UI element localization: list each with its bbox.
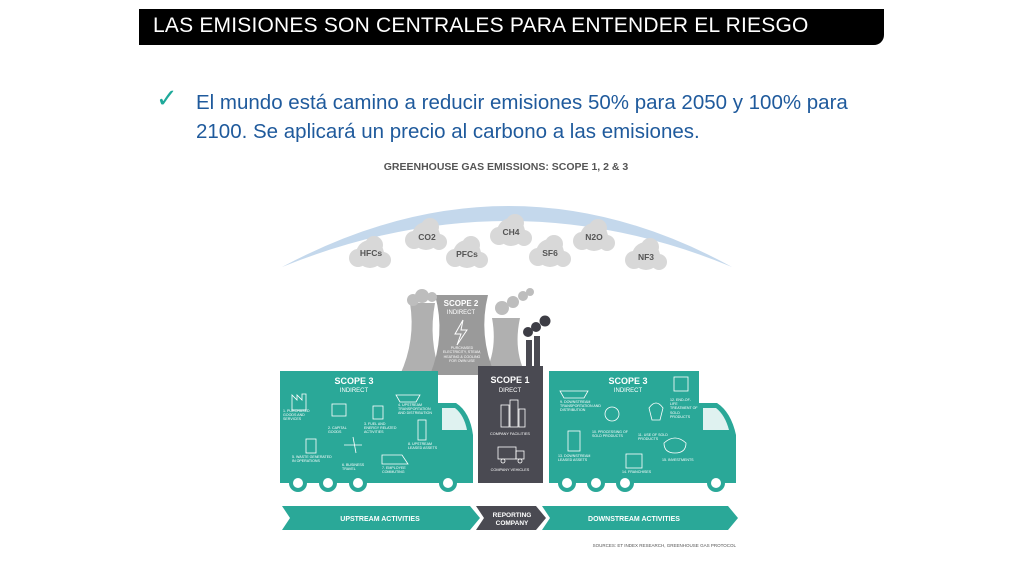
- truck-icon: [497, 446, 525, 464]
- gas-label: HFCs: [360, 248, 382, 258]
- wheels: [289, 474, 457, 492]
- gas-label: PFCs: [456, 249, 478, 259]
- ship-icon: [395, 394, 421, 403]
- piggy-bank-icon: [663, 437, 687, 454]
- scope1-item: COMPANY FACILITIES: [490, 432, 530, 436]
- trash-icon: [305, 438, 317, 454]
- scope3-down-item: 10. PROCESSING OF SOLD PRODUCTS: [592, 430, 628, 439]
- storefront-icon: [625, 453, 643, 469]
- reporting-label: REPORTING: [493, 512, 532, 519]
- fuel-can-icon: [372, 405, 384, 420]
- buildings-icon: [500, 399, 526, 428]
- scope3-up-label: SCOPE 3: [334, 376, 373, 386]
- cooling-tower-center: [430, 295, 495, 375]
- scope3-down-item: 11. USE OF SOLD PRODUCTS: [638, 433, 668, 442]
- scope3-down-sub: INDIRECT: [614, 388, 643, 394]
- scope3-up-item: 7. EMPLOYEE COMMUTING: [382, 466, 406, 475]
- upstream-trailer: [280, 371, 438, 483]
- chimney: [534, 336, 540, 366]
- downstream-truck: SCOPE 3 INDIRECT 9. DOWNSTREAM TRANSPORT…: [549, 371, 736, 492]
- plane-icon: [344, 436, 362, 454]
- cloud-co2: [405, 218, 447, 250]
- scope3-down-item: 12. END-OF-LIFE TREATMENT OF SOLD PRODUC…: [670, 398, 698, 419]
- title-bar: LAS EMISIONES SON CENTRALES PARA ENTENDE…: [139, 9, 884, 45]
- reporting-arrow: [476, 506, 546, 530]
- gas-label: N2O: [585, 232, 603, 242]
- chimney: [526, 340, 532, 366]
- cloud-hfcs: [349, 236, 391, 268]
- upstream-truck: SCOPE 3 INDIRECT 1. PURCHASED GOODS AND …: [280, 371, 473, 492]
- lightning-icon: [454, 319, 468, 346]
- bullet-text: El mundo está camino a reducir emisiones…: [196, 91, 848, 143]
- atmosphere-arc: [282, 206, 732, 267]
- scope1-building: SCOPE 1 DIRECT COMPANY FACILITIES COMPAN…: [478, 315, 551, 483]
- activity-arrows: UPSTREAM ACTIVITIES REPORTING COMPANY DO…: [282, 506, 738, 530]
- downstream-arrow: [542, 506, 738, 530]
- gas-clouds: [349, 214, 667, 270]
- gas-label: CH4: [502, 227, 519, 237]
- source-note: SOURCES: ET INDEX RESEARCH, GREENHOUSE G…: [593, 543, 737, 548]
- scope3-down-item: 15. INVESTMENTS: [662, 458, 694, 462]
- cloud-nf3: [625, 238, 667, 270]
- cooling-tower-right: [484, 318, 526, 375]
- scope3-down-item: 14. FRANCHISES: [622, 470, 652, 474]
- slide-title: LAS EMISIONES SON CENTRALES PARA ENTENDE…: [153, 14, 809, 37]
- ship-icon: [559, 390, 589, 399]
- recycle-icon: [673, 376, 689, 392]
- scope3-up-item: 6. BUSINESS TRAVEL: [342, 463, 365, 472]
- gas-label: NF3: [638, 252, 654, 262]
- reporting-label: COMPANY: [496, 520, 529, 527]
- leased-asset-icon: [417, 419, 427, 441]
- factory-icon: [291, 393, 307, 411]
- cloud-sf6: [529, 235, 571, 267]
- scope1-panel: [478, 366, 543, 483]
- scope3-up-item: 4. UPSTREAM TRANSPORTATION AND DISTRIBUT…: [398, 403, 432, 416]
- scope2-description: PURCHASED ELECTRICITY, STEAM, HEATING & …: [442, 346, 482, 363]
- gas-label: CO2: [418, 232, 436, 242]
- scope3-down-label: SCOPE 3: [608, 376, 647, 386]
- scope3-up-item: 8. UPSTREAM LEASED ASSETS: [408, 442, 438, 451]
- upstream-label: UPSTREAM ACTIVITIES: [340, 516, 420, 523]
- scope3-down-item: 13. DOWNSTREAM LEASED ASSETS: [558, 454, 591, 463]
- gears-icon: [604, 406, 620, 422]
- chimney-smoke-icon: [523, 315, 551, 337]
- scope3-up-sub: INDIRECT: [340, 388, 369, 394]
- scope3-down-item: 9. DOWNSTREAM TRANSPORTATION AND DISTRIB…: [560, 400, 601, 413]
- check-icon: ✓: [156, 84, 178, 114]
- cloud-ch4: [490, 214, 532, 246]
- leased-asset-icon: [567, 430, 581, 452]
- cooling-towers: SCOPE 2 INDIRECT PURCHASED ELECTRICITY, …: [400, 288, 534, 375]
- gas-label: SF6: [542, 248, 558, 258]
- scope3-up-item: 3. FUEL AND ENERGY RELATED ACTIVITIES: [364, 422, 397, 435]
- smoke-icon: [407, 288, 534, 315]
- scope2-sub: INDIRECT: [447, 310, 476, 316]
- infographic-title: GREENHOUSE GAS EMISSIONS: SCOPE 1, 2 & 3: [384, 161, 629, 173]
- downstream-label: DOWNSTREAM ACTIVITIES: [588, 516, 680, 523]
- gear-box-icon: [331, 403, 347, 417]
- cloud-n2o: [573, 219, 615, 251]
- scope1-label: SCOPE 1: [490, 375, 529, 385]
- scope3-up-item: 1. PURCHASED GOODS AND SERVICES: [283, 409, 310, 422]
- scope1-item: COMPANY VEHICLES: [491, 468, 530, 472]
- ghg-infographic: GREENHOUSE GAS EMISSIONS: SCOPE 1, 2 & 3…: [280, 161, 738, 548]
- scope3-up-item: 2. CAPITAL GOODS: [328, 426, 347, 435]
- cloud-pfcs: [446, 236, 488, 268]
- lightbulb-icon: [648, 402, 664, 421]
- upstream-arrow: [282, 506, 480, 530]
- train-icon: [381, 454, 409, 465]
- scope3-up-item: 5. WASTE GENERATED IN OPERATIONS: [292, 455, 332, 464]
- wheels: [558, 474, 725, 492]
- scope1-sub: DIRECT: [499, 388, 522, 394]
- cooling-tower-left: [400, 303, 441, 375]
- scope2-label: SCOPE 2: [444, 299, 479, 308]
